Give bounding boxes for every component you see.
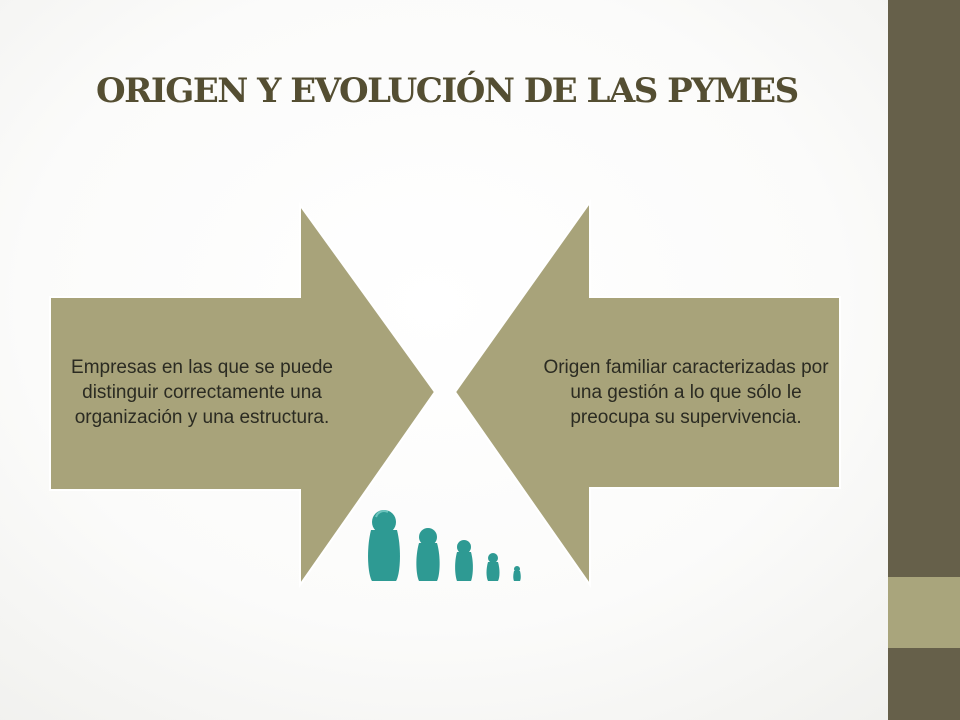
sidebar-accent-block — [888, 577, 960, 648]
left-arrow-text: Empresas en las que se puede distinguir … — [71, 357, 333, 428]
doll-large — [368, 510, 400, 581]
doll-medium — [416, 528, 440, 581]
doll-smaller — [486, 553, 500, 581]
doll-small — [455, 540, 473, 581]
slide-title: ORIGEN Y EVOLUCIÓN DE LAS PYMES — [96, 71, 799, 111]
right-arrow-text: Origen familiar caracterizadas por una g… — [543, 357, 829, 428]
doll-smallest — [513, 566, 521, 581]
nesting-dolls-icon — [368, 510, 521, 581]
right-arrow — [453, 198, 841, 589]
left-arrow — [49, 201, 437, 589]
